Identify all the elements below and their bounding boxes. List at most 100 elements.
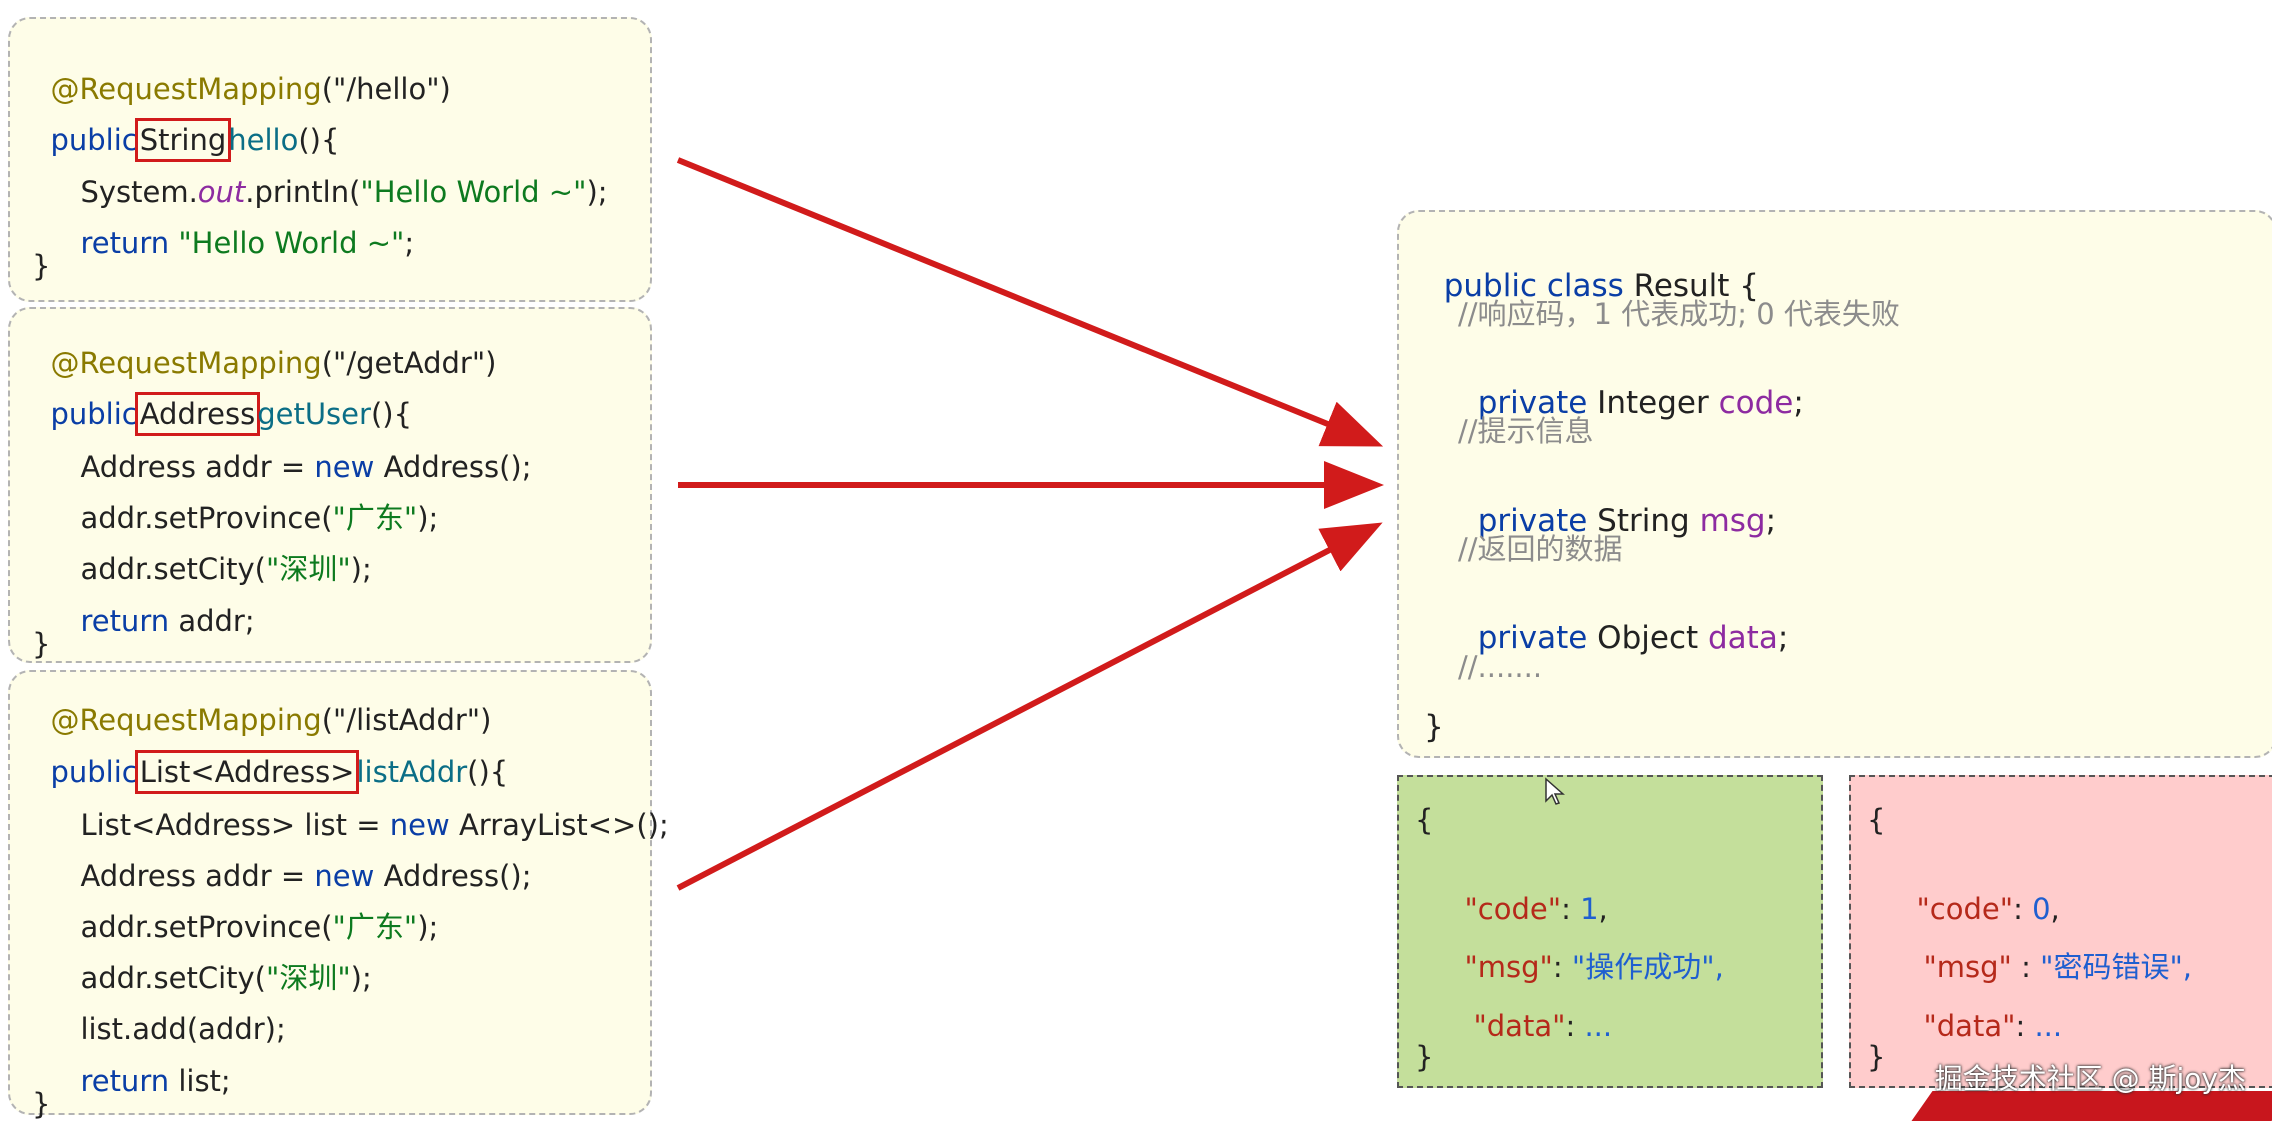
listaddr-new-line: Address addr = new Address(); (62, 833, 531, 891)
json-sep: : (2015, 1009, 2035, 1043)
hello-signature-line: publicStringhello(){ (32, 97, 340, 162)
string-literal: "Hello World ~" (178, 226, 405, 260)
json-value: 1 (1580, 892, 1599, 926)
code-text: ); (350, 552, 372, 586)
code-text: ); (417, 910, 439, 944)
string-literal: "广东" (332, 910, 418, 944)
getaddr-annotation-line: @RequestMapping("/getAddr") (32, 320, 496, 378)
modifier: public (50, 755, 138, 789)
arrow-listaddr-to-result (676, 522, 1383, 891)
getaddr-return-line: return addr; (62, 578, 255, 638)
json-sep: , (2182, 950, 2193, 984)
listaddr-code-box (8, 670, 652, 1115)
code-text: ; (404, 226, 415, 260)
listaddr-return-line: return list; (62, 1038, 231, 1098)
listaddr-city-line: addr.setCity("深圳"); (62, 935, 371, 995)
listaddr-close-brace: } (32, 1087, 51, 1121)
watermark: 掘金技术社区 @ 斯joy杰 (1934, 1062, 2246, 1095)
annotation: @RequestMapping (50, 72, 322, 106)
string-literal: "深圳" (265, 552, 351, 586)
code-text: Address(); (374, 859, 532, 893)
result-class-decl: public class Result { (1424, 240, 1759, 302)
listaddr-signature-line: publicList<Address>listAddr(){ (32, 729, 509, 794)
code-text: addr.setCity( (80, 961, 266, 995)
code-text: .println( (245, 175, 361, 209)
return-type-highlight: Address (134, 392, 261, 436)
json-value: ... (1584, 1009, 1613, 1043)
hello-println-line: System.out.println("Hello World ~"); (62, 149, 608, 209)
keyword: new (314, 859, 375, 893)
return-type-highlight: List<Address> (134, 750, 360, 794)
json-sep: : (1561, 892, 1581, 926)
comment-ellipsis: //....... (1458, 650, 1543, 684)
code-text: Address(); (374, 450, 532, 484)
code-text: System. (80, 175, 198, 209)
code-text: ); (417, 501, 439, 535)
code-text: addr; (169, 604, 255, 638)
code-text: ; (1777, 620, 1789, 656)
hello-code-box (8, 17, 652, 302)
mapping-path: ("/hello") (321, 72, 451, 106)
mouse-cursor-icon (1545, 777, 1565, 805)
field-msg-line: private String msg; (1458, 475, 1776, 537)
annotation: @RequestMapping (50, 346, 322, 380)
result-class-box (1397, 210, 2272, 758)
json-success-box (1397, 775, 1823, 1088)
string-literal: "深圳" (265, 961, 351, 995)
json-key: "data" (1923, 1009, 2016, 1043)
getaddr-signature-line: publicAddressgetUser(){ (32, 371, 412, 436)
code-text: list; (169, 1064, 231, 1098)
code-text: Address addr = (80, 450, 315, 484)
hello-annotation-line: @RequestMapping("/hello") (32, 46, 451, 106)
hello-close-brace: } (32, 249, 51, 283)
json-error-open: { (1867, 803, 1886, 837)
code-text: addr.setProvince( (80, 910, 333, 944)
code-text: List<Address> list = (80, 808, 390, 842)
json-key: "data" (1473, 1009, 1566, 1043)
getaddr-city-line: addr.setCity("深圳"); (62, 526, 372, 586)
json-key: "msg" (1464, 950, 1553, 984)
field-type: String (1587, 503, 1700, 539)
modifier: public (50, 397, 138, 431)
code-text: list.add(addr); (80, 1012, 286, 1046)
getaddr-close-brace: } (32, 627, 51, 661)
json-sep: : (2011, 950, 2041, 984)
keyword: public class (1443, 268, 1624, 304)
field-data-line: private Object data; (1458, 592, 1789, 656)
keyword: private (1477, 385, 1588, 421)
code-text: ); (586, 175, 608, 209)
json-success-data: "data": ... (1455, 983, 1612, 1041)
signature-tail: (){ (298, 123, 340, 157)
field-name: code (1718, 385, 1794, 421)
code-text: addr.setCity( (80, 552, 266, 586)
string-literal: "Hello World ~" (360, 175, 587, 209)
result-close-brace: } (1424, 709, 1444, 745)
keyword: new (314, 450, 375, 484)
listaddr-annotation-line: @RequestMapping("/listAddr") (32, 677, 491, 735)
mapping-path: ("/listAddr") (321, 703, 492, 737)
signature-tail: (){ (467, 755, 509, 789)
getaddr-code-box (8, 307, 652, 663)
json-error-box (1849, 775, 2272, 1088)
arrow-hello-to-result (676, 157, 1384, 447)
json-success-code: "code": 1, (1446, 866, 1608, 926)
field-type: Object (1587, 620, 1708, 656)
code-text: addr.setProvince( (80, 501, 333, 535)
field-name: data (1708, 620, 1778, 656)
code-text: ArrayList<>(); (449, 808, 669, 842)
json-value: "操作成功" (1571, 950, 1715, 984)
json-value: "密码错误" (2040, 950, 2183, 984)
json-key: "code" (1464, 892, 1562, 926)
field-code-line: private Integer code; (1458, 357, 1804, 419)
json-sep: , (1598, 892, 1608, 926)
method-name: getUser (257, 397, 371, 431)
mapping-path: ("/getAddr") (321, 346, 497, 380)
static-field: out (197, 175, 246, 209)
code-text: ; (1765, 503, 1777, 539)
comment-code: //响应码，1 代表成功; 0 代表失败 (1458, 297, 1900, 331)
json-error-msg: "msg" : "密码错误", (1905, 924, 2192, 982)
listaddr-province-line: addr.setProvince("广东"); (62, 884, 438, 942)
method-name: listAddr (356, 755, 468, 789)
json-sep: : (2013, 892, 2033, 926)
code-text: ; (1793, 385, 1804, 421)
